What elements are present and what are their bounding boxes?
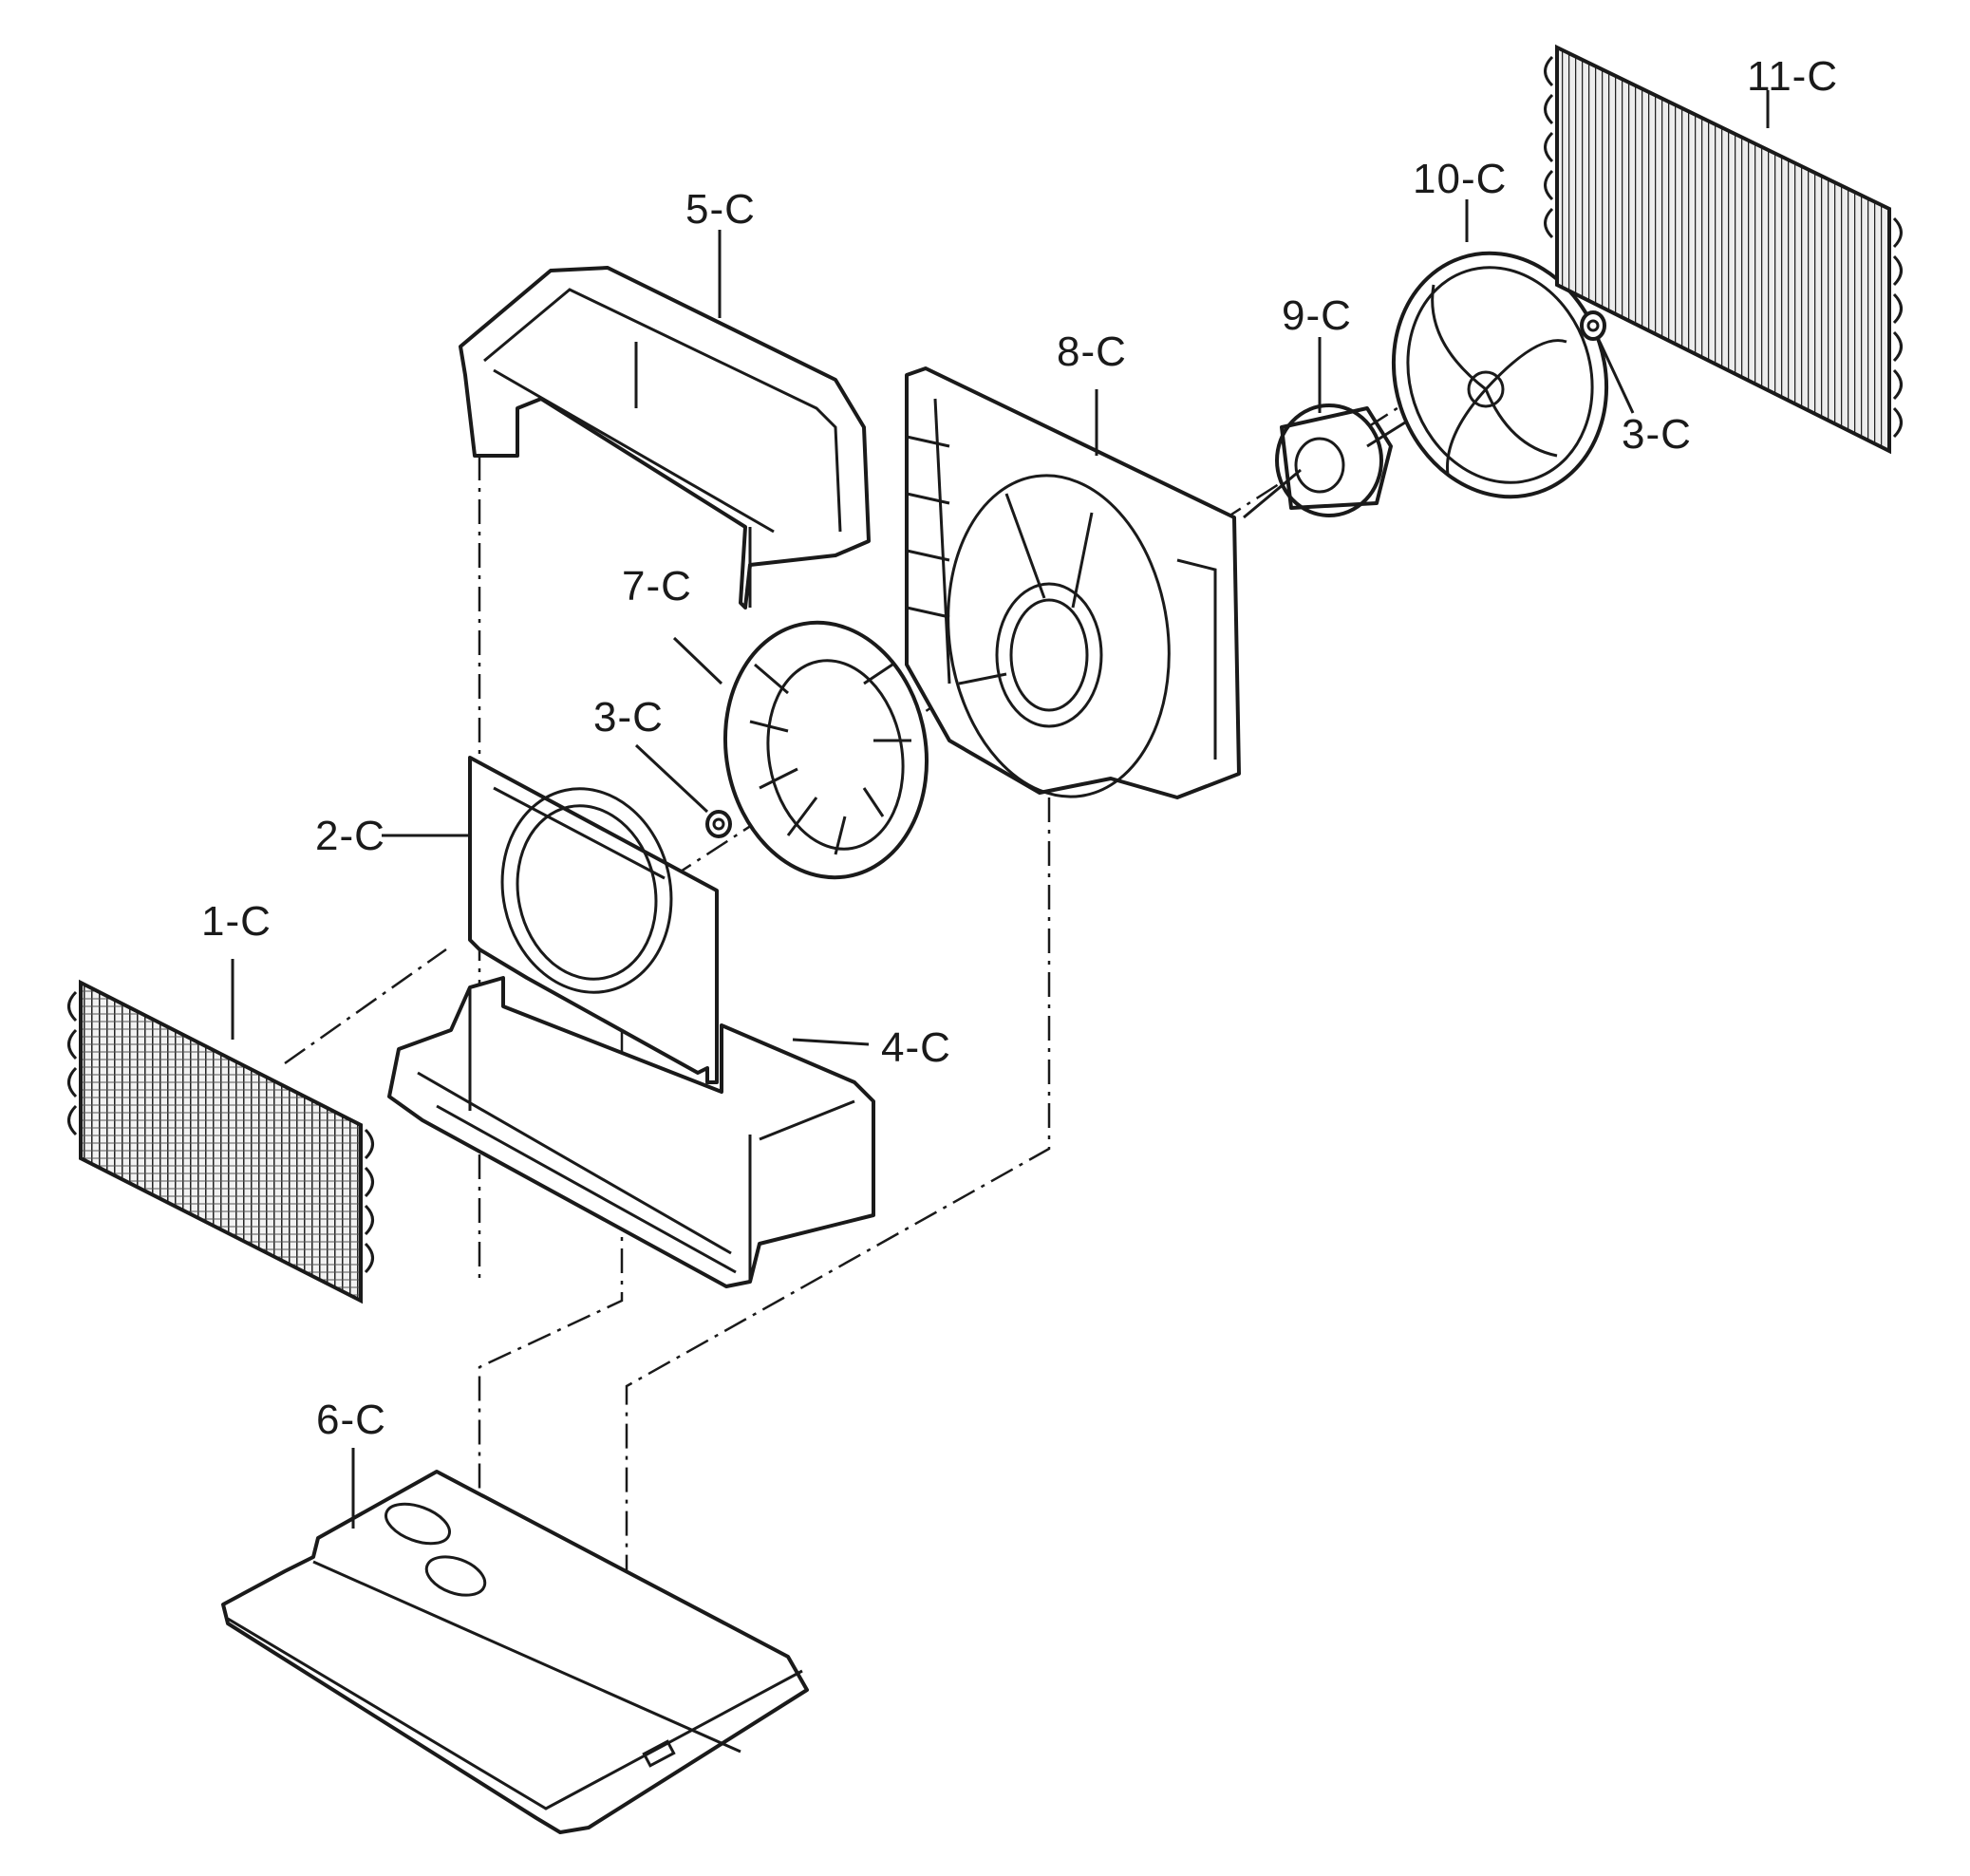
label-6c: 6-C [316,1397,386,1443]
part-3c-nut-lower [705,810,732,838]
part-labels: 5-C 8-C 9-C 10-C 11-C 3-C 7-C 3-C 2-C 1-… [201,53,1838,1443]
part-8c-orifice-frame [905,366,1241,799]
label-8c: 8-C [1057,328,1127,375]
leader-lines [231,90,1770,1529]
label-5c: 5-C [685,186,756,233]
part-3c-nut-upper [1580,310,1606,341]
label-3c-lower: 3-C [593,694,664,741]
part-2c-orifice-plate [468,756,719,1084]
part-11c-condenser-coil [1544,44,1903,455]
part-4c-scroll-housing [387,976,875,1288]
label-11c: 11-C [1747,53,1838,100]
label-4c: 4-C [881,1024,951,1071]
label-2c: 2-C [315,813,385,859]
label-10c: 10-C [1413,156,1507,202]
part-1c-evaporator-coil [67,979,374,1304]
label-1c: 1-C [201,898,272,945]
part-5c-upper-shroud [459,266,871,610]
label-9c: 9-C [1282,292,1352,339]
label-7c: 7-C [622,563,692,610]
part-7c-blower-wheel [722,620,929,880]
part-6c-basepan [221,1470,809,1834]
label-3c-upper: 3-C [1622,411,1692,458]
